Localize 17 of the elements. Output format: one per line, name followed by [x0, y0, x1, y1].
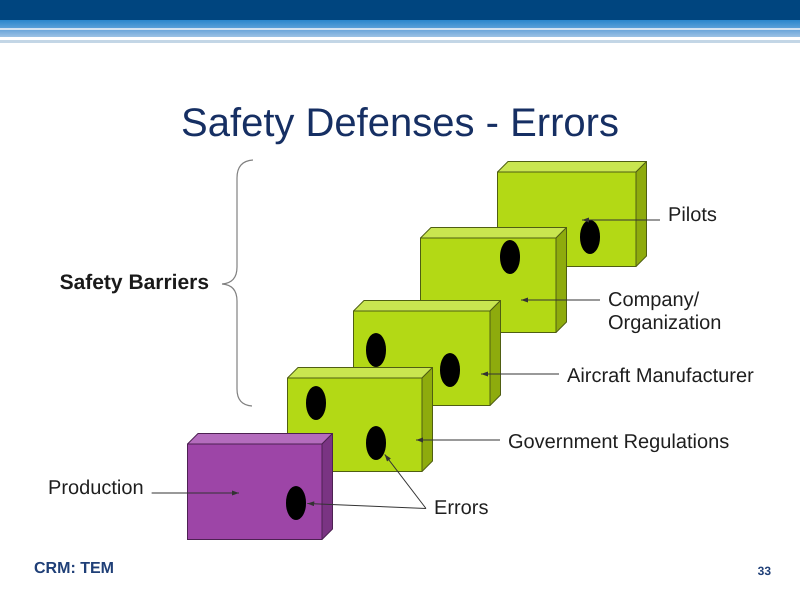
group-label: Safety Barriers — [60, 272, 209, 293]
callout-label: Pilots — [668, 204, 717, 227]
page-number: 33 — [758, 565, 771, 577]
slide-title: Safety Defenses - Errors — [181, 103, 619, 143]
leader-line — [582, 218, 660, 222]
callout-label: Government Regulations — [508, 431, 730, 454]
footer-text: CRM: TEM — [34, 561, 114, 577]
leader-line — [520, 298, 600, 302]
leader-line — [384, 454, 426, 509]
leader-line — [480, 372, 560, 376]
callout-label: Production — [48, 477, 144, 500]
callout-label: Company/ Organization — [608, 289, 733, 335]
leader-line — [416, 438, 500, 442]
leader-line — [306, 501, 426, 509]
callout-label: Errors — [434, 497, 488, 520]
callout-label: Aircraft Manufacturer — [567, 365, 754, 388]
leader-line — [151, 490, 240, 496]
